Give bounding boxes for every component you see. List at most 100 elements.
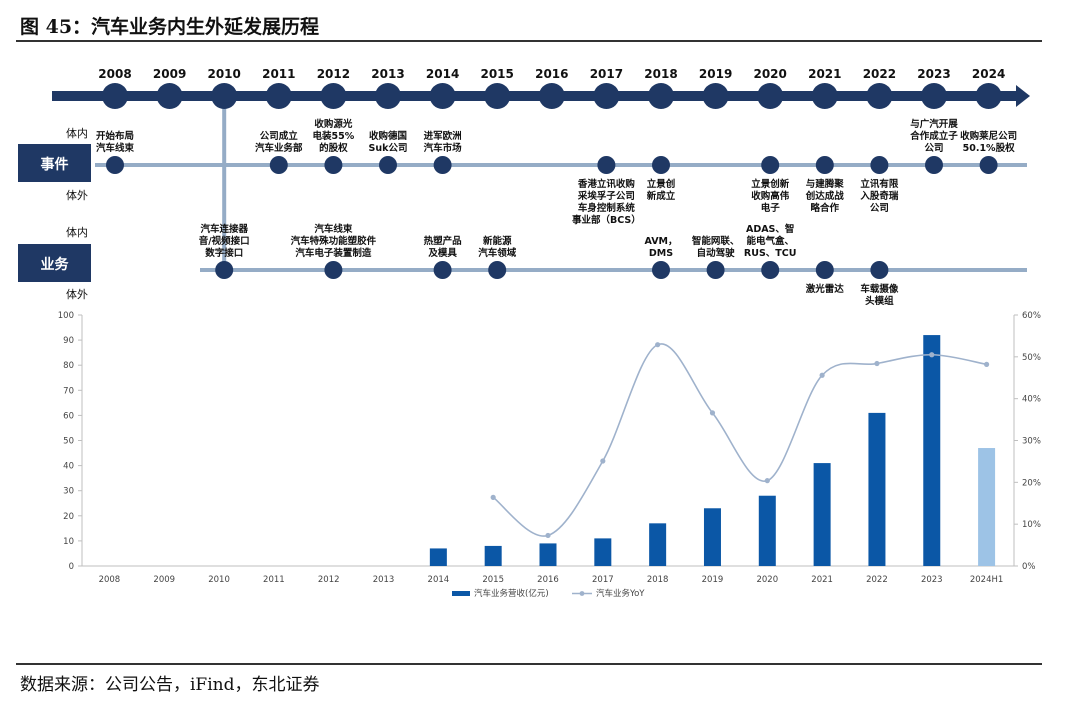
business-node-2018: [652, 261, 670, 279]
event-note-2012-line-1: 电装55%: [313, 130, 355, 142]
year-label-2022: 2022: [863, 67, 896, 81]
year-node-2012: [320, 83, 347, 109]
year-label-2016: 2016: [535, 67, 568, 81]
business-note-2018-line-0: AVM，: [644, 236, 677, 247]
x-tick-label: 2021: [811, 575, 833, 585]
event-note-2012-line-0: 收购源光: [314, 118, 353, 130]
event-note-2020-line-1: 收购高伟: [751, 190, 790, 202]
main-timeline-bar: [52, 91, 1018, 101]
event-note-2008-line-0: 开始布局: [96, 130, 134, 142]
business-node-2010: [215, 261, 234, 279]
event-note-2021-line-0: 与建腾聚: [806, 178, 845, 190]
x-tick-label: 2015: [482, 575, 504, 585]
event-note-2013-line-0: 收购德国: [369, 130, 407, 142]
event-node-2021: [815, 156, 834, 174]
yoy-point: [490, 494, 496, 500]
event-node-2017: [597, 156, 616, 174]
event-note-2017-line-2: 车身控制系统: [578, 202, 636, 214]
event-note-2023-line-2: 公司: [924, 143, 943, 154]
yoy-point: [929, 352, 935, 358]
left-tick-label: 100: [58, 311, 74, 321]
revenue-bar: [703, 508, 721, 566]
x-tick-label: 2011: [263, 575, 285, 585]
event-node-2013: [379, 156, 397, 174]
yoy-point: [600, 458, 606, 464]
event-outside-label: 体外: [66, 188, 88, 202]
yoy-point: [655, 342, 661, 348]
business-note-2010-line-2: 数字接口: [204, 247, 243, 259]
yoy-point: [983, 361, 990, 367]
business-note-2022-line-1: 头模组: [865, 295, 894, 307]
x-tick-label: 2020: [756, 575, 778, 585]
left-tick-label: 40: [63, 462, 74, 472]
right-tick-label: 50%: [1022, 353, 1041, 363]
year-label-2017: 2017: [590, 67, 623, 81]
year-label-2015: 2015: [480, 67, 513, 81]
legend-line-label: 汽车业务YoY: [596, 588, 645, 599]
event-note-2008-line-1: 汽车线束: [96, 142, 135, 154]
year-node-2013: [375, 83, 401, 109]
x-tick-label: 2012: [318, 575, 340, 585]
event-note-2023-line-0: 与广汽开展: [910, 118, 958, 130]
revenue-bar: [868, 412, 886, 566]
business-node-2020: [761, 261, 780, 279]
yoy-point: [874, 360, 880, 367]
revenue-bar: [484, 545, 502, 566]
event-note-2024-line-1: 50.1%股权: [963, 142, 1015, 154]
event-note-2020-line-2: 电子: [761, 202, 781, 214]
revenue-bar: [813, 463, 831, 566]
business-note-2020-line-2: RUS、TCU: [744, 248, 797, 259]
x-tick-label: 2019: [702, 575, 724, 585]
event-note-2011-line-0: 公司成立: [260, 130, 299, 142]
business-node-2019: [706, 261, 725, 279]
year-node-2014: [429, 83, 456, 109]
business-note-2014-line-1: 及模具: [428, 247, 457, 259]
yoy-point: [819, 372, 825, 378]
event-note-2024-line-0: 收购莱尼公司: [960, 130, 1017, 142]
revenue-bar: [649, 523, 667, 566]
event-note-2012-line-2: 的股权: [319, 142, 348, 154]
event-note-2014-line-0: 进军欧洲: [424, 130, 462, 142]
left-tick-label: 30: [63, 487, 74, 497]
business-note-2010-line-0: 汽车连接器: [200, 223, 248, 235]
year-node-2011: [265, 83, 292, 109]
revenue-yoy-chart: 01020304050607080901000%10%20%30%40%50%6…: [58, 311, 1041, 599]
revenue-bar: [429, 548, 447, 566]
main-timeline-arrow: [1016, 85, 1030, 107]
vertical-connector-2010: [222, 96, 227, 270]
event-node-2022: [870, 156, 889, 174]
year-node-2008: [102, 83, 128, 109]
right-tick-label: 0%: [1022, 562, 1036, 572]
year-node-2016: [538, 83, 565, 109]
left-tick-label: 60: [63, 411, 74, 421]
event-node-2012: [324, 156, 343, 174]
year-node-2023: [921, 83, 947, 109]
business-note-2015-line-1: 汽车领域: [478, 247, 517, 259]
event-note-2023-line-1: 合作成立子: [910, 130, 958, 142]
legend-line-marker: [579, 591, 585, 596]
revenue-bar: [978, 448, 996, 566]
left-tick-label: 20: [63, 512, 74, 522]
year-label-2023: 2023: [917, 67, 950, 81]
yoy-point: [764, 478, 770, 484]
x-tick-label: 2018: [647, 575, 669, 585]
year-label-2014: 2014: [426, 67, 459, 81]
event-node-2024: [979, 156, 998, 174]
year-label-2008: 2008: [98, 67, 131, 81]
business-note-2012-line-1: 汽车特殊功能塑胶件: [291, 235, 377, 247]
event-note-2021-line-2: 略合作: [811, 202, 840, 214]
business-note-2021-line-0: 激光雷达: [806, 283, 845, 295]
event-row-line: [95, 163, 1027, 167]
event-note-2021-line-1: 创达成战: [805, 190, 845, 202]
top-rule: [16, 40, 1042, 42]
event-node-2020: [761, 156, 780, 174]
event-note-2020-line-0: 立景创新: [751, 178, 790, 190]
right-tick-label: 40%: [1022, 395, 1041, 405]
event-node-2023: [925, 156, 943, 174]
business-note-2019-line-1: 自动驾驶: [697, 247, 736, 259]
business-note-2012-line-0: 汽车线束: [314, 223, 353, 235]
right-tick-label: 10%: [1022, 520, 1041, 530]
business-inside-label: 体内: [66, 225, 88, 239]
year-label-2019: 2019: [699, 67, 732, 81]
